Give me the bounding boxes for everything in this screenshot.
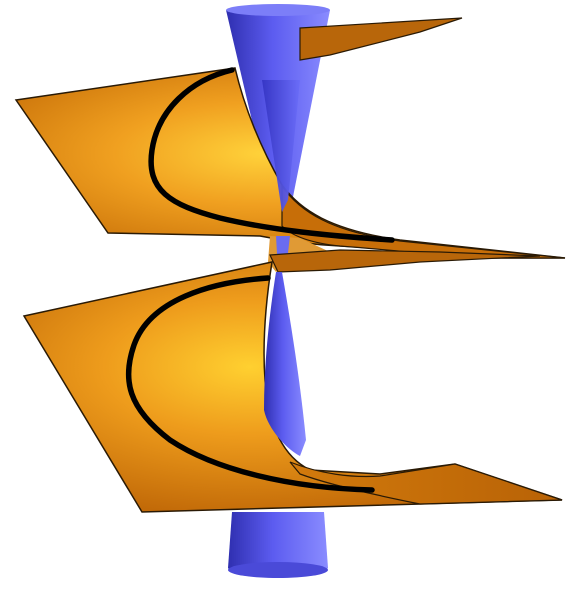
upper-cone-cap — [226, 4, 330, 16]
curves — [125, 67, 395, 493]
upper-curve — [148, 67, 395, 243]
upper-surface-edge-ribbon — [281, 184, 566, 259]
lower-surface-front-band — [289, 461, 563, 505]
lower-surface-back — [269, 249, 541, 273]
lower-cone-body — [264, 272, 306, 456]
lower-curve — [125, 275, 375, 493]
lower-cone — [228, 272, 328, 578]
lower-surface — [22, 249, 563, 513]
lower-cone-cap — [228, 562, 328, 578]
upper-cone-front — [262, 80, 300, 212]
lower-cone-base — [228, 512, 328, 577]
upper-surface-back-flap — [299, 17, 463, 61]
